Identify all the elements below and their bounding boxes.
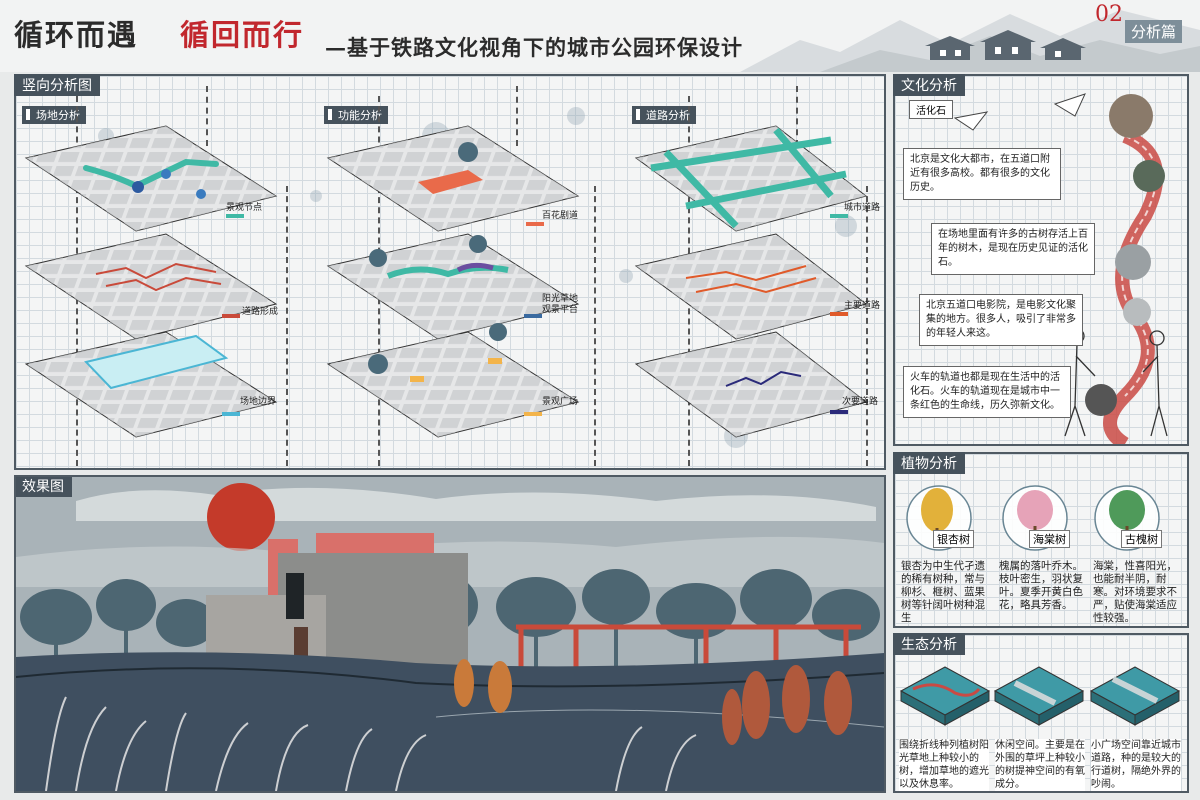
render-panel: 效果图 xyxy=(14,475,886,793)
plant-title: 植物分析 xyxy=(893,452,965,474)
ecology-title: 生态分析 xyxy=(893,633,965,655)
ecology-text: 小广场空间靠近城市道路，种的是较大的行道树，隔绝外界的吵闹。 xyxy=(1091,739,1181,791)
road-analysis-layers xyxy=(634,125,868,438)
guide-line xyxy=(286,186,288,466)
column-label-road: 道路分析 xyxy=(632,106,696,124)
render-illustration xyxy=(16,477,884,791)
legend-swatch xyxy=(526,222,544,226)
guide-line xyxy=(206,86,208,146)
ecology-text: 围绕折线种列植树阳光草地上种较小的树，增加草地的遮光以及休息率。 xyxy=(899,739,989,791)
guide-line xyxy=(516,86,518,146)
plant-illustrations xyxy=(906,485,1160,551)
legend-swatch xyxy=(524,412,542,416)
layer-label: 主要道路 xyxy=(844,301,881,311)
vertical-analysis-panel: 竖向分析图 场地分析 景观节点 道路形成 场地边界 功能分析 xyxy=(14,74,886,470)
column-label-function: 功能分析 xyxy=(324,106,388,124)
guide-line xyxy=(796,86,798,146)
plant-name-ginkgo: 银杏树 xyxy=(933,530,974,548)
plant-desc: 槐属的落叶乔木。枝叶密生，羽状复叶。夏季开黄白色花，略具芳香。 xyxy=(999,560,1083,611)
column-label-site: 场地分析 xyxy=(22,106,86,124)
legend-swatch xyxy=(524,314,542,318)
guide-line xyxy=(866,186,868,466)
legend-swatch xyxy=(830,312,848,316)
layer-label: 场地边界 xyxy=(240,397,277,407)
legend-swatch xyxy=(222,412,240,416)
layer-label: 景观广场 xyxy=(542,397,579,407)
culture-panel: 文化分析 活化石 北京是文化大都市，在五道口附近有很多高校。都有很多的文化历史。… xyxy=(893,74,1189,446)
layer-label: 景观节点 xyxy=(226,203,263,213)
ecology-blocks xyxy=(899,666,1181,726)
header: 循环而遇 循回而行 —基于铁路文化视角下的城市公园环保设计 02 分析篇 xyxy=(0,0,1200,72)
plant-panel: 植物分析 银杏树 海棠树 古槐树 银杏为中生代孑遗的稀有树种，常与柳杉、榧树、蓝… xyxy=(893,452,1189,628)
plant-name-locust: 古槐树 xyxy=(1121,530,1162,548)
vertical-analysis-title: 竖向分析图 xyxy=(14,74,100,96)
title-accent: 循回而行 xyxy=(180,18,305,52)
plant-desc: 海棠，性喜阳光，也能耐半阴，耐寒。对环境要求不严，贴使海棠适应性较强。 xyxy=(1093,560,1177,624)
function-analysis-layers xyxy=(326,125,580,438)
plant-desc: 银杏为中生代孑遗的稀有树种，常与柳杉、榧树、蓝果树等针阔叶树种混生 xyxy=(901,560,985,624)
ecology-panel: 生态分析 围绕折线种列植树阳光草地上种较小的树，增加草地的遮光以及休息率。 休闲… xyxy=(893,633,1189,793)
page-label: 分析篇 xyxy=(1125,20,1183,43)
legend-swatch xyxy=(830,214,848,218)
title-main: 循环而遇 xyxy=(14,18,139,52)
site-analysis-layers xyxy=(24,125,278,438)
legend-swatch xyxy=(226,214,244,218)
legend-swatch xyxy=(222,314,240,318)
subtitle: —基于铁路文化视角下的城市公园环保设计 xyxy=(325,35,743,60)
layer-label: 阳光草地 观景平台 xyxy=(542,294,579,315)
page-number: 02 xyxy=(1095,2,1123,27)
culture-title: 文化分析 xyxy=(893,74,965,96)
header-mountains xyxy=(740,10,1200,72)
culture-text: 北京是文化大都市，在五道口附近有很多高校。都有很多的文化历史。 xyxy=(903,148,1061,200)
ecology-text: 休闲空间。主要是在外围的草坪上种较小的树提神空间的有氧成分。 xyxy=(995,739,1085,791)
culture-text: 在场地里面有许多的古树存活上百年的树木，是现在历史见证的活化石。 xyxy=(931,223,1095,275)
culture-sub-label: 活化石 xyxy=(909,100,953,119)
layer-label: 次要道路 xyxy=(842,397,879,407)
legend-swatch xyxy=(830,410,848,414)
culture-text: 北京五道口电影院，是电影文化聚集的地方。很多人，吸引了非常多的年轻人来这。 xyxy=(919,294,1083,346)
plant-name-crabapple: 海棠树 xyxy=(1029,530,1070,548)
culture-illustration xyxy=(953,93,1168,444)
guide-line xyxy=(594,186,596,466)
render-title: 效果图 xyxy=(16,477,72,497)
layer-label: 城市道路 xyxy=(844,203,881,213)
layer-label: 道路形成 xyxy=(242,307,279,317)
layer-label: 百花剧道 xyxy=(542,211,579,221)
culture-text: 火车的轨道也都是现在生活中的活化石。火车的轨道现在是城市中一条红色的生命线，历久… xyxy=(903,366,1071,418)
